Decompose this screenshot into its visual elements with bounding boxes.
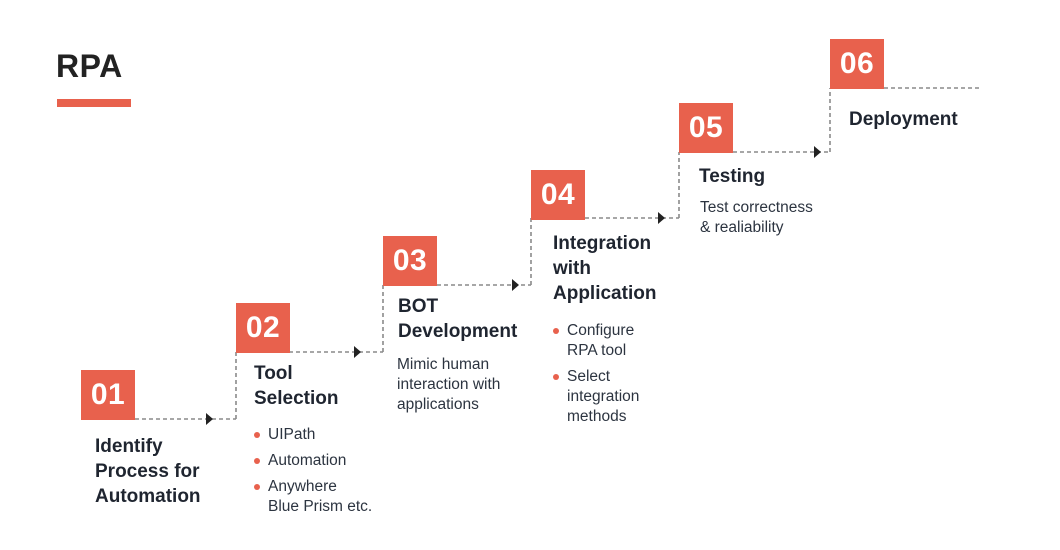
bullet-text: Select integration methods	[567, 368, 640, 425]
step-01-title-line: Automation	[95, 486, 201, 507]
step-05-description: Test correctness & realiability	[700, 199, 813, 236]
step-06-title-line: Deployment	[849, 109, 958, 130]
step-04-badge: 04	[531, 170, 585, 220]
page-title: RPA	[56, 48, 123, 84]
step-06-number: 06	[839, 47, 875, 80]
step-05-title: Testing	[699, 164, 765, 189]
list-item: Configure RPA tool	[553, 321, 693, 361]
list-item: Anywhere Blue Prism etc.	[254, 477, 414, 517]
bullet-dot-icon	[254, 432, 260, 438]
bullet-dot-icon	[254, 484, 260, 490]
step-02-badge: 02	[236, 303, 290, 353]
step-01-badge: 01	[81, 370, 135, 420]
step-01-title-line: Identify	[95, 436, 163, 457]
arrow-head-icon	[354, 346, 361, 358]
bullet-dot-icon	[254, 458, 260, 464]
step-03-title: BOT Development	[398, 294, 517, 344]
bullet-text: Anywhere Blue Prism etc.	[268, 478, 373, 515]
step-02-bullets: UIPath Automation Anywhere Blue Prism et…	[254, 425, 414, 523]
step-04-title-line: Integration	[553, 233, 652, 254]
step-03-number: 03	[392, 244, 428, 277]
arrow-head-icon	[814, 146, 821, 158]
step-04-title-line: with	[553, 258, 591, 279]
step-04-number: 04	[540, 178, 576, 211]
step-01-number: 01	[90, 378, 126, 411]
step-01-title-line: Process for	[95, 461, 200, 482]
step-04-title-line: Application	[553, 283, 657, 304]
bullet-text: UIPath	[268, 426, 316, 443]
step-06-title: Deployment	[849, 107, 958, 132]
step-03-title-line: Development	[398, 321, 518, 342]
step-05-number: 05	[688, 111, 724, 144]
step-03-badge: 03	[383, 236, 437, 286]
step-04-title: Integration with Application	[553, 231, 656, 306]
arrow-head-icon	[206, 413, 213, 425]
bullet-text: Configure RPA tool	[567, 322, 635, 359]
step-05-title-line: Testing	[699, 166, 766, 187]
bullet-dot-icon	[553, 328, 559, 334]
bullet-dot-icon	[553, 374, 559, 380]
arrow-head-icon	[512, 279, 519, 291]
list-item: Select integration methods	[553, 367, 693, 427]
step-04-bullets: Configure RPA tool Select integration me…	[553, 321, 693, 433]
step-02-title-line: Selection	[254, 388, 339, 409]
step-05-badge: 05	[679, 103, 733, 153]
list-item: UIPath	[254, 425, 414, 445]
step-02-title-line: Tool	[254, 363, 293, 384]
step-02-title: Tool Selection	[254, 361, 338, 411]
title-underline	[57, 99, 131, 107]
list-item: Automation	[254, 451, 414, 471]
step-03-description: Mimic human interaction with application…	[397, 356, 501, 413]
arrow-head-icon	[658, 212, 665, 224]
step-03-title-line: BOT	[398, 296, 439, 317]
step-02-number: 02	[245, 311, 281, 344]
step-01-title: Identify Process for Automation	[95, 434, 201, 509]
step-06-badge: 06	[830, 39, 884, 89]
bullet-text: Automation	[268, 452, 347, 469]
